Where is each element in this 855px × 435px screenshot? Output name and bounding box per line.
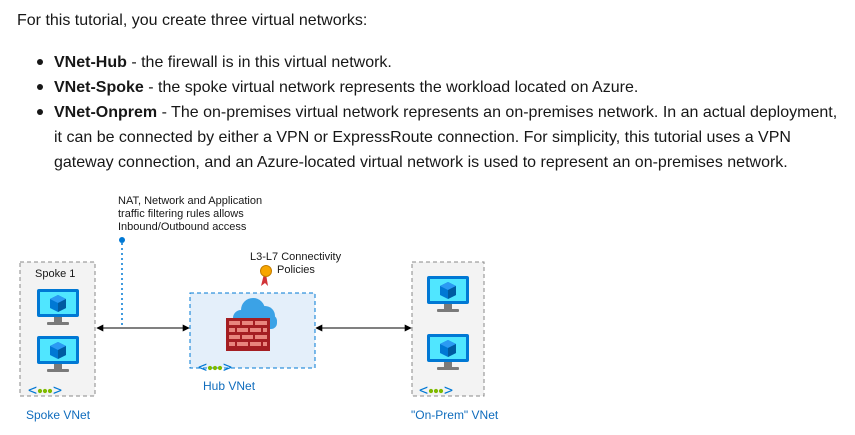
hub-vnet-label: Hub VNet: [203, 379, 256, 393]
intro-text: For this tutorial, you create three virt…: [17, 12, 368, 29]
policy-note-line-1: L3-L7 Connectivity: [250, 251, 342, 263]
firewall-icon: [226, 318, 270, 351]
nat-pointer-dot: [119, 237, 125, 243]
term-vnet-hub: VNet-Hub: [54, 54, 127, 71]
desc-vnet-hub: - the firewall is in this virtual networ…: [126, 54, 392, 71]
network-diagram: < > Spoke 1 Spoke VNet NAT, Network and …: [19, 195, 499, 422]
nat-note-line-1: NAT, Network and Application: [118, 195, 262, 207]
policy-note-line-2: Policies: [277, 264, 315, 276]
desc-vnet-onprem: - The on-premises virtual network repres…: [54, 104, 838, 171]
term-vnet-onprem: VNet-Onprem: [54, 104, 158, 121]
nat-note-line-3: Inbound/Outbound access: [118, 221, 247, 233]
network-list: VNet-Hub - the firewall is in this virtu…: [36, 50, 848, 175]
spoke-box-title: Spoke 1: [35, 268, 75, 280]
list-item-vnet-spoke: VNet-Spoke - the spoke virtual network r…: [36, 75, 848, 100]
list-item-vnet-onprem: VNet-Onprem - The on-premises virtual ne…: [36, 100, 848, 175]
onprem-vnet-label: "On-Prem" VNet: [411, 408, 499, 422]
nat-note-line-2: traffic filtering rules allows: [118, 208, 244, 220]
list-item-vnet-hub: VNet-Hub - the firewall is in this virtu…: [36, 50, 848, 75]
policy-badge-icon: [260, 265, 272, 286]
term-vnet-spoke: VNet-Spoke: [54, 79, 144, 96]
spoke-vnet-box: [19, 261, 96, 397]
spoke-vnet-label: Spoke VNet: [26, 408, 91, 422]
desc-vnet-spoke: - the spoke virtual network represents t…: [143, 79, 639, 96]
